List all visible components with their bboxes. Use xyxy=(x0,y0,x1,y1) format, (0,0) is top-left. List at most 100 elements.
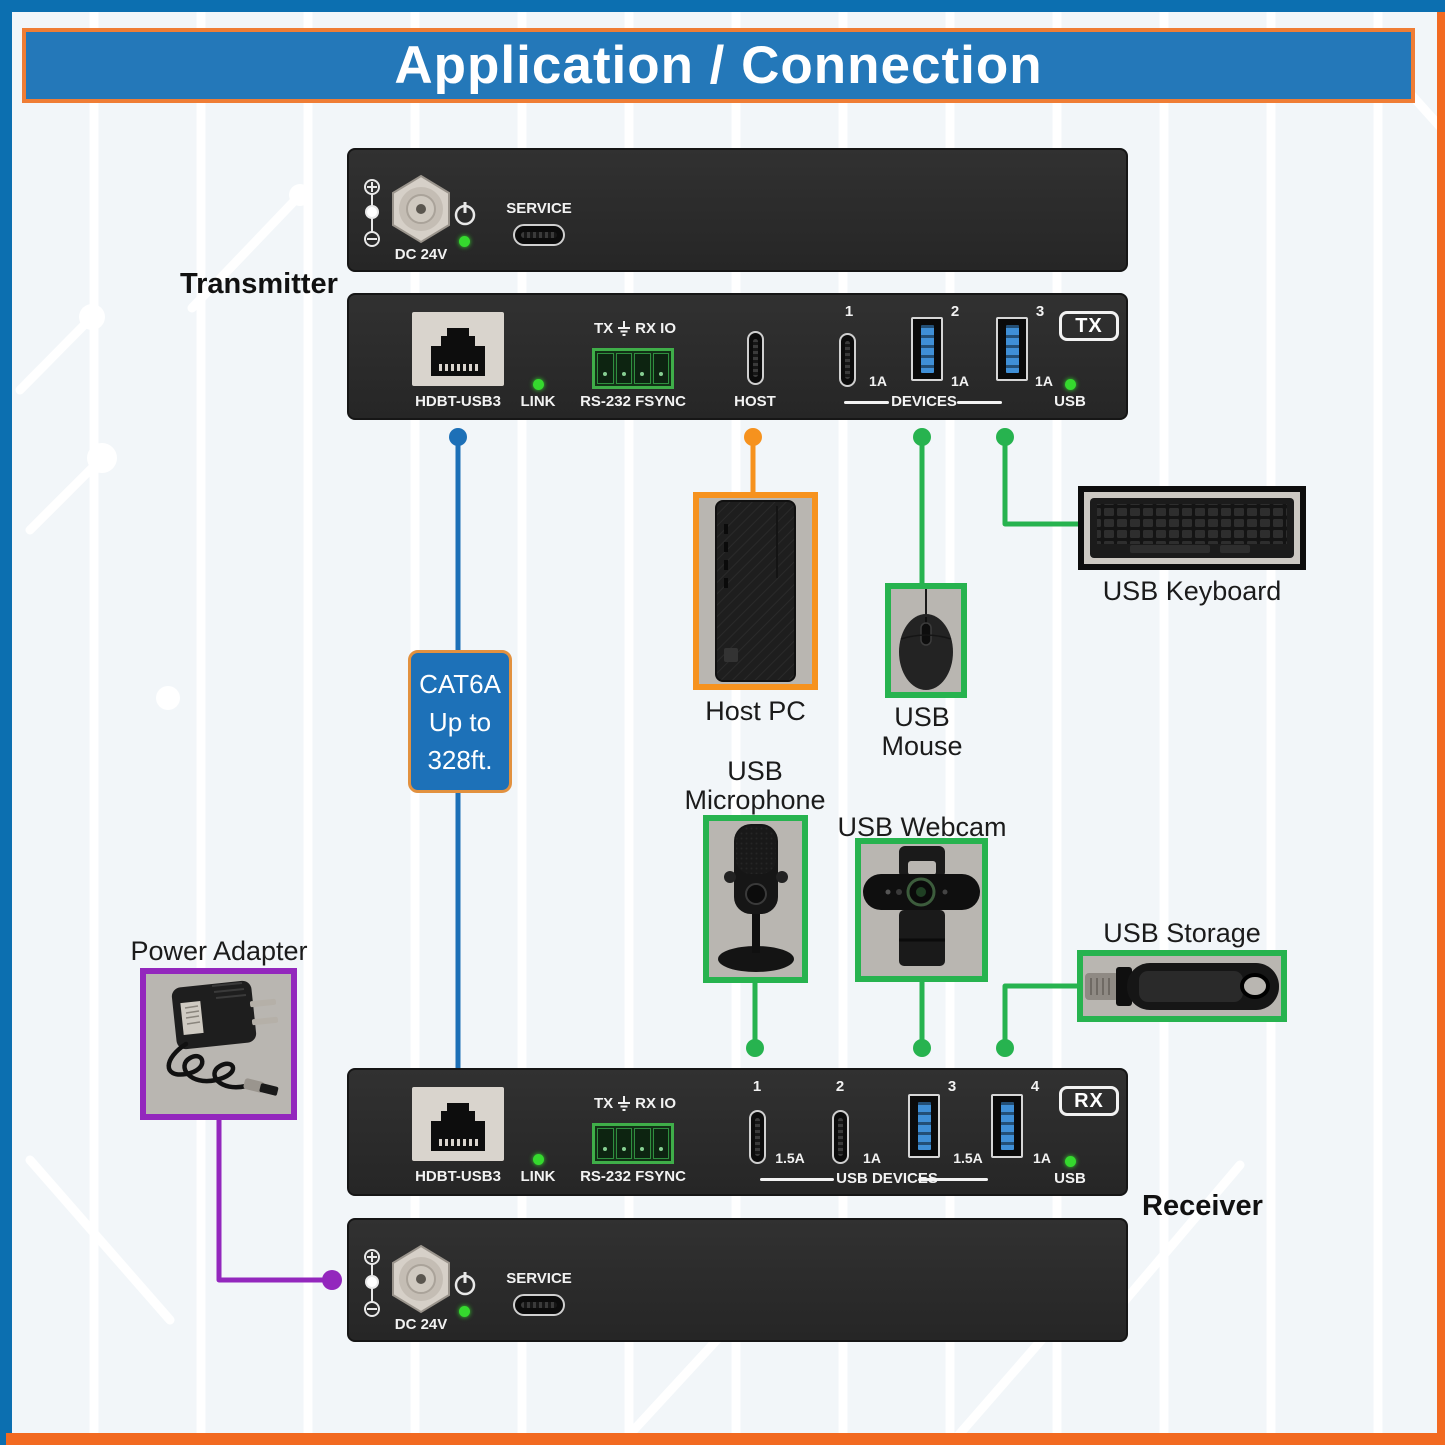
rx-port-3-usb-a xyxy=(908,1094,940,1158)
receiver-label: Receiver xyxy=(1142,1190,1263,1222)
usb-devices-line-left xyxy=(760,1178,834,1181)
rx-usb-led xyxy=(1065,1156,1076,1167)
service-label: SERVICE xyxy=(506,200,572,217)
cat6a-line3: 328ft. xyxy=(427,744,493,775)
usb-webcam-label: USB Webcam xyxy=(837,812,1007,842)
cat6a-length-callout: CAT6A Up to 328ft. xyxy=(408,650,512,793)
rx-port-1-current: 1.5A xyxy=(775,1150,805,1166)
host-pc-image xyxy=(715,500,796,682)
host-usb-c-port xyxy=(747,331,764,385)
power-icon xyxy=(454,202,476,226)
tx-usb-led xyxy=(1065,379,1076,390)
frame-bottom xyxy=(6,1433,1445,1445)
power-adapter-label: Power Adapter xyxy=(130,936,308,966)
tx-port-2-number: 2 xyxy=(950,303,960,320)
rx-polarity-icon xyxy=(364,1249,380,1317)
rx-port-3-number: 3 xyxy=(947,1078,957,1095)
phoenix-terminal-block xyxy=(592,348,674,389)
rx-port-2-current: 1A xyxy=(863,1150,881,1166)
host-pc-box xyxy=(693,492,818,690)
rx-hdbt-usb3-label: HDBT-USB3 xyxy=(415,1168,501,1185)
usb-microphone-image xyxy=(718,824,794,972)
rx-port-1-number: 1 xyxy=(752,1078,762,1095)
host-pc-label: Host PC xyxy=(705,696,806,726)
hdbt-rj45-housing xyxy=(412,312,504,386)
tx-badge: TX xyxy=(1059,311,1119,341)
usb-keyboard-image xyxy=(1090,498,1294,558)
rx-service-label: SERVICE xyxy=(506,1270,572,1287)
devices-label: DEVICES xyxy=(891,393,957,410)
usb-storage-label: USB Storage xyxy=(1103,918,1261,948)
ground-icon xyxy=(618,321,631,336)
rx-power-icon xyxy=(454,1272,476,1296)
rx-port-1-usb-c xyxy=(749,1110,766,1164)
devices-line-right xyxy=(957,401,1002,404)
rx-terminal-rxio-label: RX IO xyxy=(635,1095,676,1112)
terminal-rxio-label: RX IO xyxy=(635,320,676,337)
tx-port-2-current: 1A xyxy=(951,373,969,389)
dc-24v-label: DC 24V xyxy=(394,246,448,263)
frame-left xyxy=(0,0,12,1445)
rx-link-label: LINK xyxy=(520,1168,556,1185)
hdbt-usb3-label: HDBT-USB3 xyxy=(415,393,501,410)
rx-terminal-tx-label: TX xyxy=(593,1095,614,1112)
usb-microphone-label-line2: Microphone xyxy=(684,785,826,815)
rx-dc-jack xyxy=(392,1244,450,1314)
tx-port-3-number: 3 xyxy=(1035,303,1045,320)
page-title: Application / Connection xyxy=(394,36,1043,95)
rx-port-4-usb-a xyxy=(991,1094,1023,1158)
rs232-fsync-label: RS-232 FSYNC xyxy=(580,393,686,410)
keyboard-wire xyxy=(1002,434,1084,527)
dc-jack xyxy=(392,174,450,244)
polarity-icon xyxy=(364,179,380,247)
power-led xyxy=(459,236,470,247)
power-adapter-wire xyxy=(216,1114,332,1283)
terminal-tx-label: TX xyxy=(593,320,614,337)
usb-webcam-image xyxy=(863,846,980,966)
link-led xyxy=(533,379,544,390)
usb-webcam-box xyxy=(855,838,988,982)
tx-port-1-number: 1 xyxy=(844,303,854,320)
rx-link-led xyxy=(533,1154,544,1165)
rx-terminal-top-label: TX RX IO xyxy=(583,1095,687,1112)
usb-microphone-label-line1: USB xyxy=(727,756,783,786)
usb-mouse-label-line2: Mouse xyxy=(881,731,963,761)
cat6a-line2: Up to xyxy=(428,706,492,737)
usb-mouse-image xyxy=(899,589,953,690)
usb-keyboard-label: USB Keyboard xyxy=(1102,576,1282,606)
rx-port-2-number: 2 xyxy=(835,1078,845,1095)
rx-dc-24v-label: DC 24V xyxy=(394,1316,448,1333)
rx-ground-icon xyxy=(618,1096,631,1111)
usb-devices-label: USB DEVICES xyxy=(836,1170,938,1187)
rx-service-usb-c-port xyxy=(513,1294,565,1316)
rx-hdbt-rj45-housing xyxy=(412,1087,504,1161)
frame-top xyxy=(0,0,1445,12)
terminal-top-label: TX RX IO xyxy=(583,320,687,337)
service-usb-c-port xyxy=(513,224,565,246)
rx-port-4-current: 1A xyxy=(1033,1150,1051,1166)
rx-badge: RX xyxy=(1059,1086,1119,1116)
rx-usb-label: USB xyxy=(1054,1170,1086,1187)
rx-port-4-number: 4 xyxy=(1030,1078,1040,1095)
tx-port-3-usb-a xyxy=(996,317,1028,381)
tx-port-3-current: 1A xyxy=(1035,373,1053,389)
host-label: HOST xyxy=(734,393,776,410)
power-adapter-image xyxy=(166,980,279,1096)
storage-wire xyxy=(1002,983,1083,1051)
tx-usb-label: USB xyxy=(1054,393,1086,410)
rx-rs232-fsync-label: RS-232 FSYNC xyxy=(580,1168,686,1185)
frame-right xyxy=(1437,12,1445,1445)
usb-mouse-label-line1: USB xyxy=(894,702,950,732)
rx-rj45-port xyxy=(431,1103,485,1151)
tx-port-2-usb-a xyxy=(911,317,943,381)
title-banner: Application / Connection xyxy=(22,28,1415,103)
cat6a-line1: CAT6A xyxy=(419,668,501,699)
tx-port-1-usb-c xyxy=(839,333,856,387)
rx-power-led xyxy=(459,1306,470,1317)
transmitter-main-panel: HDBT-USB3 LINK TX RX IO RS-232 FSYNC HOS… xyxy=(347,293,1128,420)
link-label: LINK xyxy=(520,393,556,410)
usb-keyboard-box xyxy=(1078,486,1306,570)
rx-port-3-current: 1.5A xyxy=(953,1150,983,1166)
